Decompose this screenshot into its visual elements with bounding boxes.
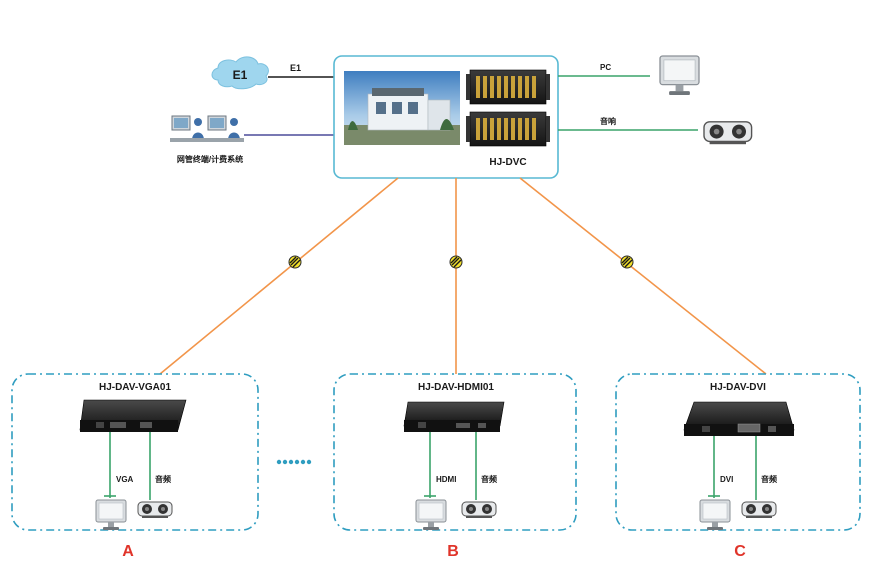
node-a-audio-label: 音频	[155, 474, 171, 484]
node-b-letter: B	[447, 543, 459, 560]
node-a: HJ-DAV-VGA01 VGA 音频	[11, 373, 259, 531]
node-a-monitor	[95, 499, 127, 531]
monitor-icon	[415, 499, 447, 531]
monitor-icon	[95, 499, 127, 531]
node-c-speaker	[741, 501, 777, 519]
pc-monitor	[659, 55, 700, 96]
rack-icon	[466, 69, 550, 105]
node-c-frame	[615, 373, 861, 531]
e1-link-label: E1	[290, 63, 301, 73]
fiber-link-c	[519, 177, 767, 375]
node-b: HJ-DAV-HDMI01 HDMI 音频	[333, 373, 577, 531]
node-a-frame	[11, 373, 259, 531]
node-c: HJ-DAV-DVI DVI 音频	[615, 373, 861, 531]
node-a-video-label: VGA	[116, 475, 134, 484]
fiber-connector-icon	[288, 255, 302, 269]
speaker-icon	[461, 501, 497, 519]
speaker-icon	[741, 501, 777, 519]
monitor-icon	[659, 55, 700, 96]
ellipsis-icon	[276, 459, 312, 465]
node-c-monitor	[699, 499, 731, 531]
node-c-audio-label: 音频	[761, 474, 777, 484]
device-icon	[403, 401, 505, 432]
cloud-label: E1	[233, 68, 248, 82]
dvc-label: HJ-DVC	[489, 157, 526, 168]
speaker-icon	[703, 121, 753, 145]
node-a-letter: A	[122, 543, 134, 560]
e1-cloud: E1	[211, 56, 269, 90]
node-c-letter: C	[734, 543, 746, 560]
speaker-label: 音响	[600, 116, 616, 126]
management-terminals: 网管终端/计费系统	[170, 115, 244, 164]
pc-label: PC	[600, 63, 611, 72]
node-b-speaker	[461, 501, 497, 519]
node-c-video-label: DVI	[720, 475, 733, 484]
node-b-audio-label: 音频	[481, 474, 497, 484]
terminal-icon	[206, 115, 244, 142]
node-b-monitor	[415, 499, 447, 531]
node-b-title: HJ-DAV-HDMI01	[418, 382, 494, 393]
node-c-title: HJ-DAV-DVI	[710, 382, 766, 393]
node-a-title: HJ-DAV-VGA01	[99, 382, 171, 393]
node-b-video-label: HDMI	[436, 475, 456, 484]
cloud-icon	[211, 56, 269, 90]
terminal-icon	[170, 115, 208, 142]
fiber-connector-icon	[449, 255, 463, 269]
speaker-icon	[137, 501, 173, 519]
main-speaker	[703, 121, 753, 145]
terminal-label: 网管终端/计费系统	[177, 154, 243, 164]
fiber-link-a	[159, 177, 399, 375]
node-b-frame	[333, 373, 577, 531]
photo-icon	[344, 71, 460, 145]
node-a-speaker	[137, 501, 173, 519]
rack-icon	[466, 111, 550, 147]
monitor-icon	[699, 499, 731, 531]
device-icon	[79, 399, 187, 432]
fiber-connector-icon	[620, 255, 634, 269]
device-icon	[683, 401, 795, 436]
